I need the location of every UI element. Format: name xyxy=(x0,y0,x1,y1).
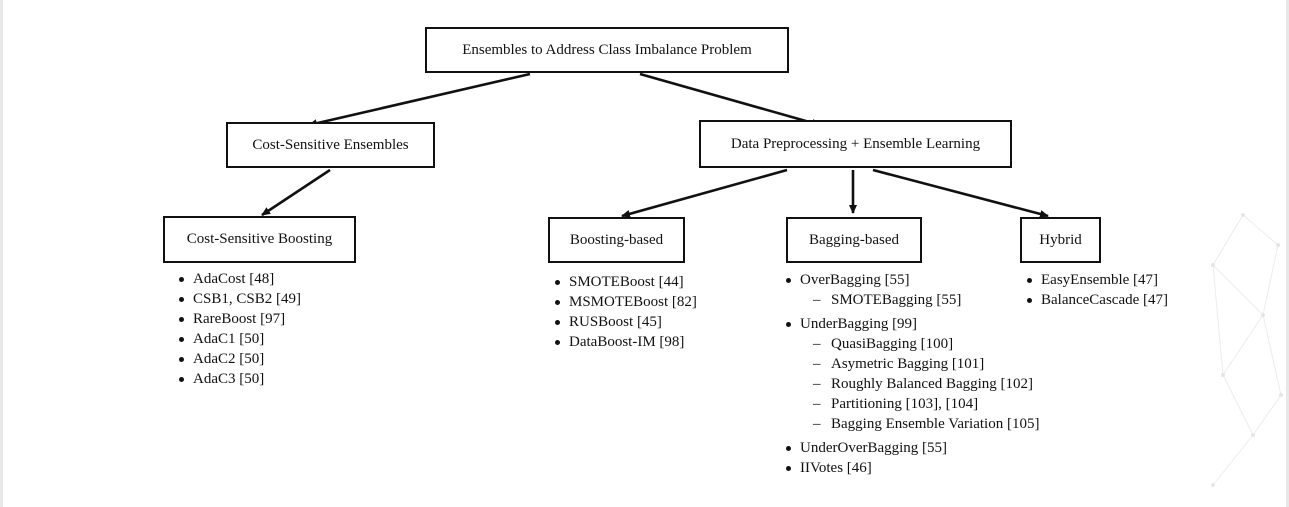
edge-root-to-cost-sensitive xyxy=(308,72,531,128)
list-item: SMOTEBoost [44] xyxy=(552,272,697,292)
sub-list: SMOTEBagging [55] xyxy=(800,290,1039,310)
list-item-label: OverBagging [55] xyxy=(800,272,910,288)
list-item: MSMOTEBoost [82] xyxy=(552,292,697,312)
sub-list-item: Asymetric Bagging [101] xyxy=(800,354,1039,374)
bagging-based-list: OverBagging [55] SMOTEBagging [55] Under… xyxy=(783,270,1039,478)
cost-sensitive-boosting-list: AdaCost [48] CSB1, CSB2 [49] RareBoost [… xyxy=(176,269,301,389)
root-node: Ensembles to Address Class Imbalance Pro… xyxy=(425,27,789,73)
cost-sensitive-boosting-node: Cost-Sensitive Boosting xyxy=(163,216,356,263)
list-item: AdaC1 [50] xyxy=(176,329,301,349)
sub-list-item: Bagging Ensemble Variation [105] xyxy=(800,414,1039,434)
list-item: UnderBagging [99] QuasiBagging [100] Asy… xyxy=(783,314,1039,434)
sub-list-item: Roughly Balanced Bagging [102] xyxy=(800,374,1039,394)
list-item: EasyEnsemble [47] xyxy=(1024,270,1168,290)
list-item: RareBoost [97] xyxy=(176,309,301,329)
list-item: DataBoost-IM [98] xyxy=(552,332,697,352)
sub-list-item: Partitioning [103], [104] xyxy=(800,394,1039,414)
list-item: AdaC3 [50] xyxy=(176,369,301,389)
list-item: RUSBoost [45] xyxy=(552,312,697,332)
background-network-decoration xyxy=(1211,213,1283,487)
hybrid-list: EasyEnsemble [47] BalanceCascade [47] xyxy=(1024,270,1168,310)
cost-sensitive-ensembles-node: Cost-Sensitive Ensembles xyxy=(226,122,435,168)
list-item: IIVotes [46] xyxy=(783,458,1039,478)
boosting-based-list: SMOTEBoost [44] MSMOTEBoost [82] RUSBoos… xyxy=(552,272,697,352)
bagging-based-node: Bagging-based xyxy=(786,217,922,263)
sub-list-item: SMOTEBagging [55] xyxy=(800,290,1039,310)
edge-root-to-preprocessing xyxy=(639,72,821,127)
boosting-based-node: Boosting-based xyxy=(548,217,685,263)
list-item: UnderOverBagging [55] xyxy=(783,438,1039,458)
edge-preprocessing-to-hybrid xyxy=(872,168,1049,218)
sub-list: QuasiBagging [100] Asymetric Bagging [10… xyxy=(800,334,1039,434)
sub-list-item: QuasiBagging [100] xyxy=(800,334,1039,354)
hybrid-node: Hybrid xyxy=(1020,217,1101,263)
list-item: CSB1, CSB2 [49] xyxy=(176,289,301,309)
list-item: BalanceCascade [47] xyxy=(1024,290,1168,310)
edge-cost-sensitive-to-boosting xyxy=(261,168,331,217)
list-item: OverBagging [55] SMOTEBagging [55] xyxy=(783,270,1039,310)
list-item: AdaCost [48] xyxy=(176,269,301,289)
list-item-label: UnderBagging [99] xyxy=(800,316,918,332)
list-item: AdaC2 [50] xyxy=(176,349,301,369)
data-preprocessing-node: Data Preprocessing + Ensemble Learning xyxy=(699,120,1012,168)
edge-preprocessing-to-boosting-based xyxy=(621,168,788,218)
